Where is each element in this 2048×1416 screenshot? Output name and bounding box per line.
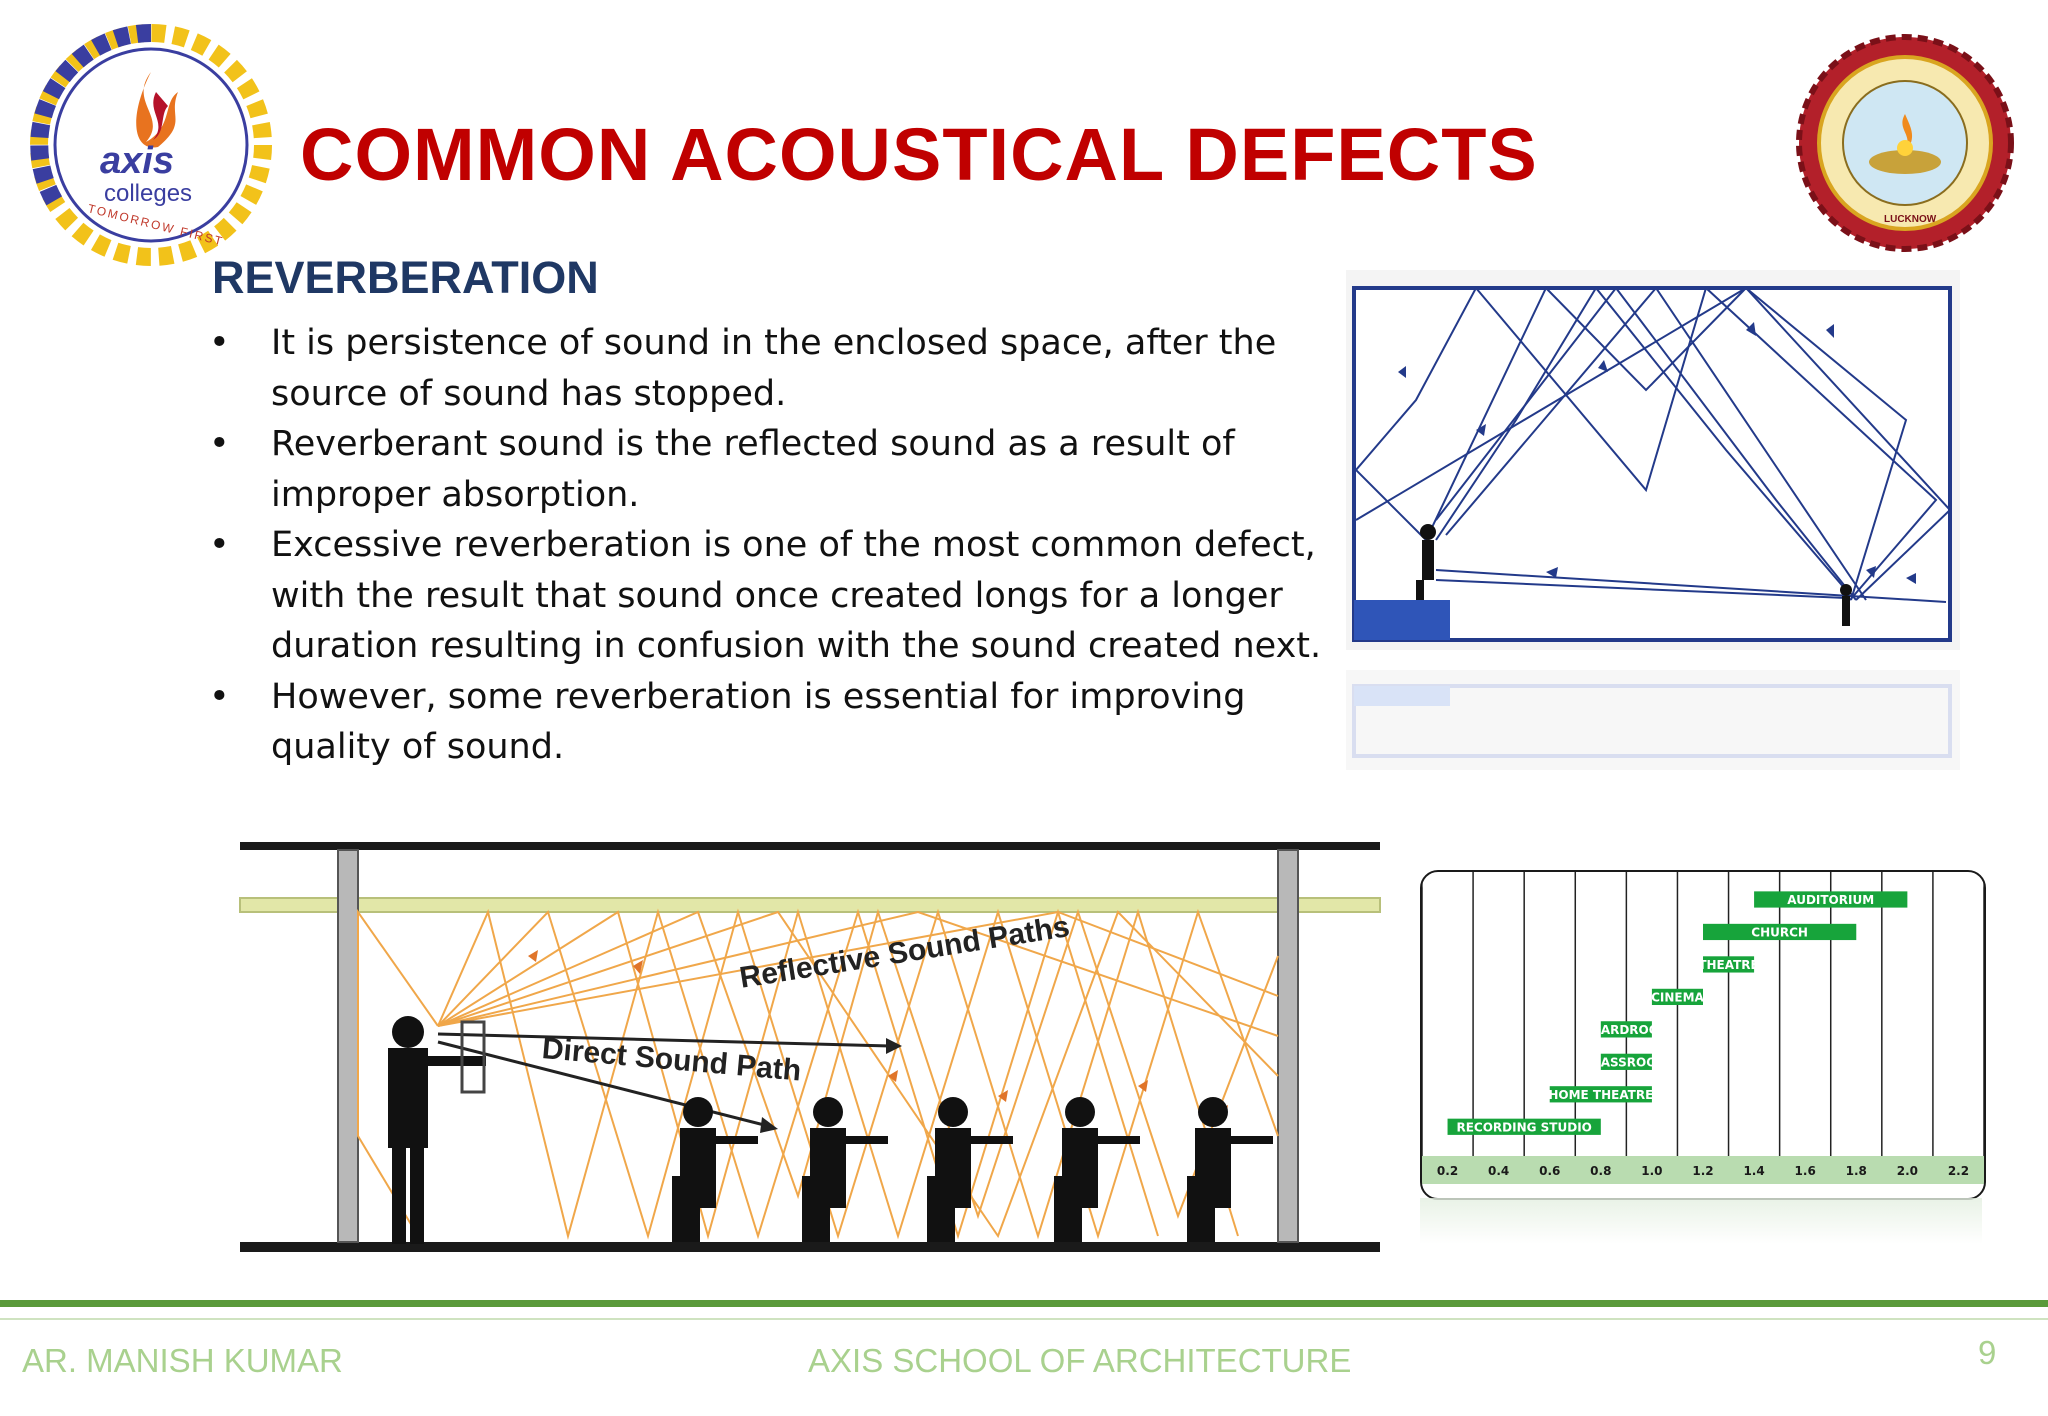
- classroom-sound-diagram: Reflective Sound Paths Direct Sound Path: [238, 836, 1384, 1256]
- bullet-list: •It is persistence of sound in the enclo…: [205, 318, 1325, 773]
- chart-tick-label: 0.6: [1539, 1164, 1560, 1178]
- chart-tick-label: 1.4: [1743, 1164, 1764, 1178]
- student-figure: [672, 1097, 758, 1242]
- chart-tick-label: 1.6: [1795, 1164, 1816, 1178]
- chart-tick-label: 1.2: [1692, 1164, 1713, 1178]
- section-subtitle: REVERBERATION: [212, 252, 599, 303]
- chart-bar-label: CINEMA: [1651, 990, 1704, 1004]
- chart-tick-label: 0.8: [1590, 1164, 1611, 1178]
- chart-bar: [1703, 956, 1755, 973]
- chart-reflection: [1420, 1198, 1982, 1244]
- chart-tick-label: 0.2: [1437, 1164, 1458, 1178]
- chart-x-axis: 0.2 0.4 0.6 0.8 1.0 1.2 1.4 1.6 1.8 2.0 2.2: [1422, 1156, 1984, 1184]
- reverberation-time-chart: AUDITORIUM CHURCH THEATRE CINEMA BOARDROOM CL…: [1420, 870, 1986, 1200]
- chart-bar: [1703, 923, 1857, 941]
- bullet-item: •However, some reverberation is essentia…: [209, 676, 1246, 768]
- seal-city: LUCKNOW: [1884, 214, 1937, 225]
- student-figure: [927, 1097, 1013, 1242]
- page-number: 9: [1978, 1334, 1997, 1371]
- room-reflection-diagram: [1346, 270, 1960, 790]
- chart-grid: [1422, 872, 1984, 1184]
- footer-rule: [0, 1300, 2048, 1307]
- bullet-text: Excessive reverberation is one of the mo…: [271, 525, 1322, 666]
- chart-bars: AUDITORIUM CHURCH THEATRE CINEMA BOARDROOM CL…: [1447, 891, 1908, 1135]
- bullet-text: It is persistence of sound in the enclos…: [271, 323, 1277, 414]
- chart-bar: [1447, 1118, 1601, 1135]
- axis-logo-sub: colleges: [104, 180, 193, 207]
- chart-tick-band: [1422, 1156, 1984, 1184]
- student-figure: [802, 1097, 888, 1242]
- chart-tick-label: 0.4: [1488, 1164, 1509, 1178]
- axis-logo-emblem: [30, 24, 272, 266]
- chart-bar-label: AUDITORIUM: [1787, 893, 1874, 907]
- chart-bar: [1754, 891, 1908, 908]
- chart-bar: [1600, 1021, 1652, 1038]
- chart-bar: [1651, 988, 1703, 1006]
- chart-bar-label: CHURCH: [1751, 925, 1808, 939]
- footer-institution: AXIS SCHOOL OF ARCHITECTURE: [808, 1342, 1352, 1379]
- university-seal: LUCKNOW: [1792, 30, 2018, 256]
- axis-colleges-logo: axis colleges TOMORROW FIRST: [28, 22, 274, 268]
- university-seal-emblem: [1796, 34, 2014, 252]
- chart-bar-label: RECORDING STUDIO: [1456, 1120, 1591, 1134]
- classroom-figure: [238, 836, 1384, 1256]
- chart-bar-label: CLASSROOM: [1584, 1055, 1668, 1069]
- bullet-item: •Excessive reverberation is one of the m…: [209, 525, 1322, 666]
- chart-bar: [1600, 1053, 1652, 1070]
- bullet-item: •Reverberant sound is the reflected soun…: [209, 424, 1235, 515]
- student-figure: [1054, 1097, 1140, 1242]
- bullet-item: •It is persistence of sound in the enclo…: [209, 323, 1277, 414]
- chart-tick-label: 2.2: [1948, 1164, 1969, 1178]
- bullet-text: However, some reverberation is essential…: [271, 676, 1246, 768]
- chart-tick-label: 2.0: [1897, 1164, 1918, 1178]
- chart-tick-label: 1.0: [1641, 1164, 1662, 1178]
- page-title: COMMON ACOUSTICAL DEFECTS: [300, 113, 1538, 196]
- chart-bar: [1549, 1086, 1652, 1103]
- bullet-text: Reverberant sound is the reflected sound…: [271, 424, 1235, 515]
- chart-bar-label: THEATRE: [1698, 958, 1758, 972]
- room-reflection-figure: [1346, 270, 1960, 770]
- axis-logo-name: axis: [100, 140, 174, 182]
- chart-canvas: AUDITORIUM CHURCH THEATRE CINEMA BOARDROOM CL…: [1422, 872, 1984, 1184]
- footer-rule-thin: [0, 1318, 2048, 1320]
- chart-tick-label: 1.8: [1846, 1164, 1867, 1178]
- student-figure: [1187, 1097, 1273, 1242]
- chart-bar-label: HOME THEATRE: [1548, 1088, 1653, 1102]
- footer-author: AR. MANISH KUMAR: [22, 1342, 343, 1379]
- chart-bar-label: BOARDROOM: [1582, 1023, 1671, 1037]
